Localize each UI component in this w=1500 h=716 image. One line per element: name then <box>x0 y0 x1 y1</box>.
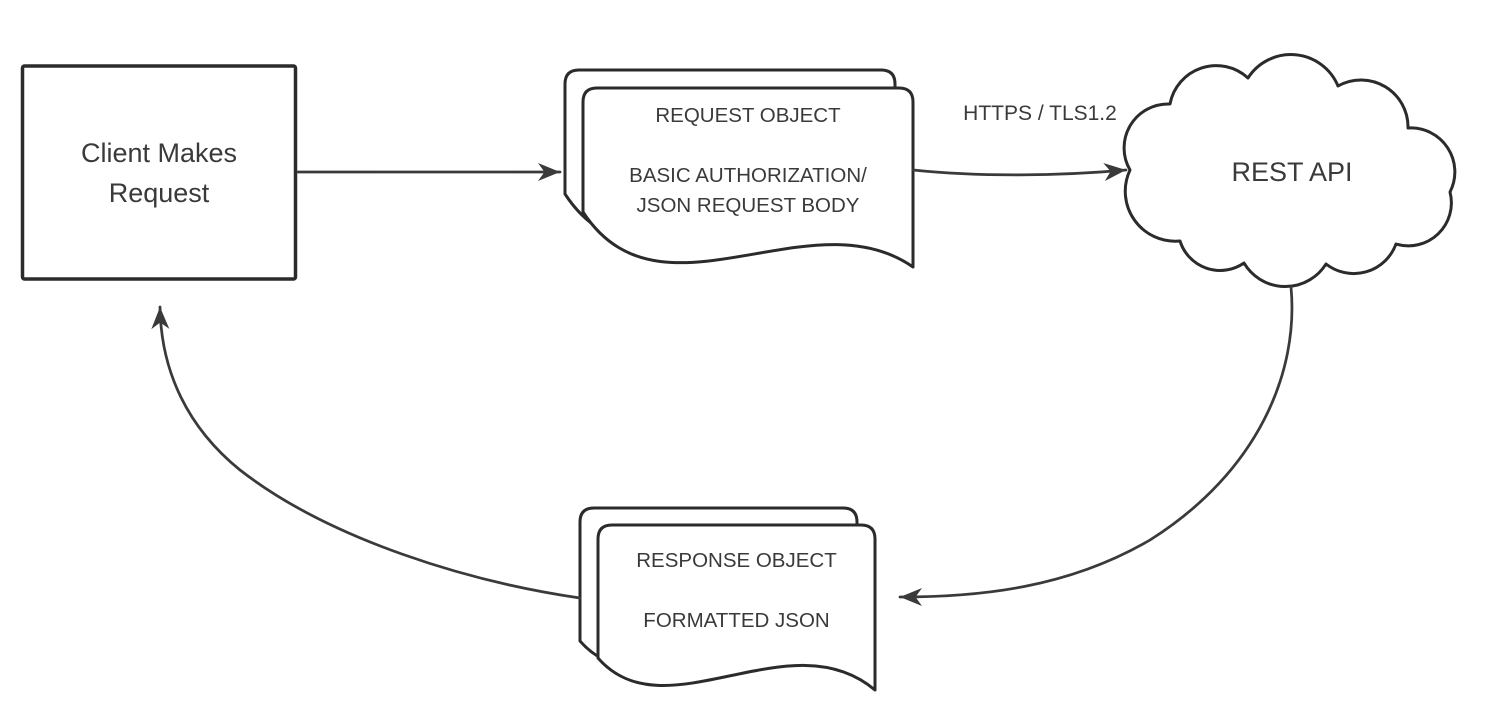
rest-api-cloud-label: REST API <box>1231 157 1353 187</box>
response-document-body: FORMATTED JSON <box>598 606 875 636</box>
client-box-shape <box>20 64 298 281</box>
request-document-shape <box>581 86 915 269</box>
request-document-body-line-1: BASIC AUTHORIZATION/ <box>629 164 867 187</box>
arrow-response-to-client <box>151 305 582 600</box>
response-document-title: RESPONSE OBJECT <box>636 549 837 572</box>
arrow-request-to-cloud <box>911 163 1128 181</box>
request-document-body: BASIC AUTHORIZATION/ JSON REQUEST BODY <box>583 161 913 221</box>
connection-protocol-label: HTTPS / TLS1.2 <box>963 102 1117 125</box>
arrow-cloud-to-response <box>898 285 1294 606</box>
rest-api-cloud-shape <box>1122 53 1457 289</box>
client-box-label: Client Makes Request <box>80 137 238 208</box>
request-document-title: REQUEST OBJECT <box>655 104 841 127</box>
response-document-body-line-1: FORMATTED JSON <box>643 609 830 632</box>
request-document-body-line-2: JSON REQUEST BODY <box>636 194 860 217</box>
response-document-shape <box>596 523 877 692</box>
